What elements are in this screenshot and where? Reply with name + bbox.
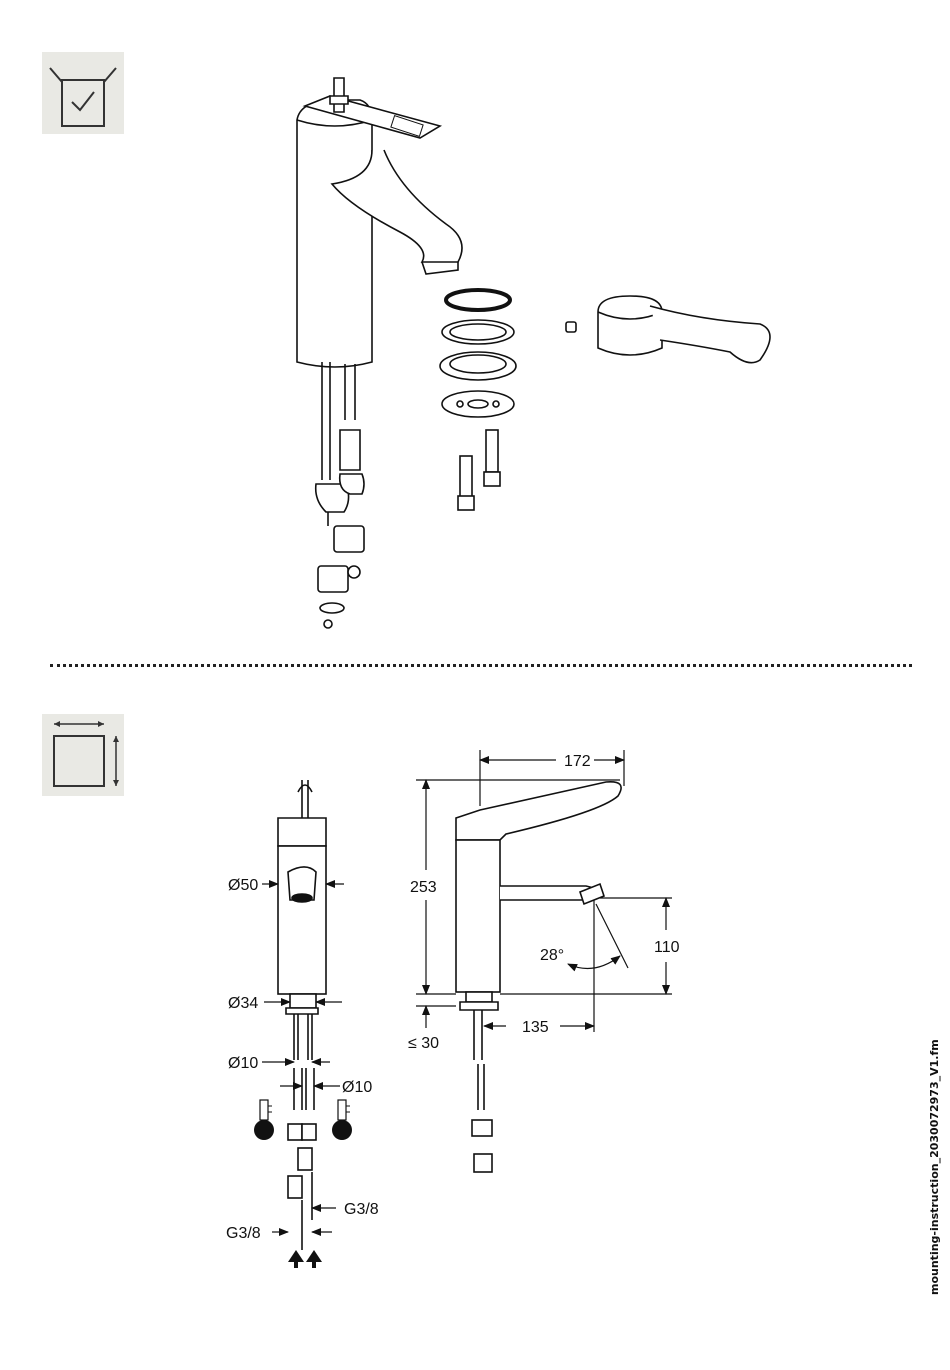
dim-angle-28: 28°: [540, 947, 564, 964]
dim-d10-right: Ø10: [342, 1079, 372, 1096]
dim-height-253: 253: [410, 879, 437, 896]
dim-width-172: 172: [564, 753, 591, 770]
file-name-label: mounting-instruction_2030072973_V1.fm: [928, 1039, 941, 1295]
dim-reach-135: 135: [522, 1019, 549, 1036]
dim-d50: Ø50: [228, 877, 258, 894]
dim-d10-left: Ø10: [228, 1055, 258, 1072]
front-view: [278, 780, 326, 1250]
dim-g38-left: G3/8: [226, 1225, 261, 1242]
faucet-body-exploded: [297, 78, 462, 628]
dim-height-110: 110: [654, 939, 680, 956]
cold-thermometer-icon: [332, 1100, 352, 1140]
dim-max-30: ≤ 30: [408, 1035, 439, 1052]
sealing-rings: [440, 290, 516, 417]
lever-handle: [566, 296, 770, 363]
dim-d34: Ø34: [228, 995, 258, 1012]
dim-g38-right: G3/8: [344, 1201, 379, 1218]
connection-pipes: [458, 430, 500, 510]
side-view: [456, 782, 621, 1172]
hot-thermometer-icon: [254, 1100, 274, 1140]
flow-arrows-icon: [288, 1250, 322, 1268]
